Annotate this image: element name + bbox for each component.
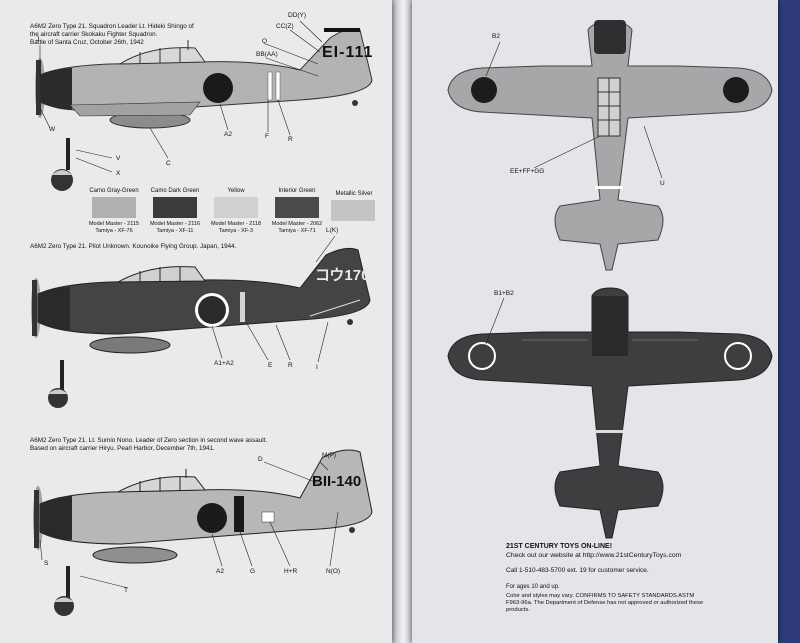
- profile3-tail-code: BII-140: [312, 473, 362, 490]
- profile1-tail-code: EI-111: [322, 44, 374, 61]
- label-a2: A2: [224, 131, 232, 138]
- footer-call: Call 1-510-483-5700 ext. 19 for customer…: [506, 567, 649, 574]
- label-u: U: [660, 180, 665, 187]
- label-dd: DD(Y): [288, 12, 307, 19]
- label-c: C: [166, 160, 171, 167]
- caption-line: Based on aircraft carrier Hiryu. Pearl H…: [30, 444, 215, 452]
- swatch-name: Metallic Silver: [335, 191, 373, 197]
- footer-ages: For ages 10 and up.: [506, 584, 560, 590]
- profile1-aircraft: [35, 28, 373, 191]
- label-i: I: [316, 364, 318, 371]
- label-d: D: [258, 456, 263, 463]
- profile2-tail-code: コウ170: [315, 267, 370, 284]
- label-e: E: [268, 362, 273, 369]
- profile2-aircraft: [31, 247, 371, 408]
- caption-line: A6M2 Zero Type 21. Squadron Leader Lt. H…: [30, 23, 194, 30]
- label-r: R: [288, 136, 293, 143]
- label-j: J: [36, 36, 40, 43]
- caption-line: the aircraft carrier Skokaku Fighter Squ…: [30, 30, 158, 38]
- bottom-view-aircraft: [447, 287, 773, 539]
- label-a2-3: A2: [216, 568, 224, 575]
- profile3-aircraft: [33, 449, 373, 616]
- label-ee: EE+FF+GG: [510, 168, 545, 175]
- label-w: W: [49, 126, 56, 133]
- label-g: G: [250, 568, 256, 575]
- label-m: M(P): [322, 452, 337, 459]
- label-hr: H+R: [284, 568, 298, 575]
- label-b2: B2: [492, 33, 500, 40]
- swatch-name: Yellow: [227, 188, 245, 194]
- right-page: B2 EE+FF+GG U B1+B2 21ST CENTURY TOYS ON…: [412, 0, 778, 643]
- label-t: T: [124, 587, 128, 594]
- caption-line: Battle of Santa Cruz, October 26th, 1942: [30, 38, 144, 46]
- swatch-name: Interior Green: [278, 188, 316, 194]
- label-v: V: [116, 155, 121, 162]
- label-a1a2: A1+A2: [214, 360, 234, 367]
- label-f: F: [265, 133, 269, 140]
- label-n: N(O): [326, 568, 341, 575]
- profiles-artwork: [31, 20, 375, 616]
- label-bb: BB(AA): [256, 51, 278, 58]
- label-cc: CC(Z): [276, 23, 294, 30]
- label-r2: R: [288, 362, 293, 369]
- footer-headline: 21ST CENTURY TOYS ON-LINE!: [506, 543, 613, 550]
- label-b1b2: B1+B2: [494, 290, 514, 297]
- label-q: Q: [262, 38, 268, 45]
- book-gutter: [392, 0, 412, 643]
- swatch-name: Camo Dark Green: [150, 188, 200, 194]
- footer-website: Check out our website at http://www.21st…: [506, 552, 682, 559]
- top-view-aircraft: [447, 20, 773, 271]
- profile1-caption: A6M2 Zero Type 21. Squadron Leader Lt. H…: [30, 23, 194, 47]
- caption-line: A6M2 Zero Type 21. Lt. Sumio Nono. Leade…: [30, 437, 268, 444]
- profile2-caption: A6M2 Zero Type 21. Pilot Unknown. Kounoi…: [30, 243, 237, 250]
- label-l: L(K): [326, 227, 339, 234]
- footer-notice: Color and styles may vary. CONFIRMS TO S…: [506, 593, 704, 614]
- profile3-caption: A6M2 Zero Type 21. Lt. Sumio Nono. Leade…: [30, 437, 267, 453]
- left-page: A6M2 Zero Type 21. Squadron Leader Lt. H…: [0, 0, 392, 643]
- label-x: X: [116, 170, 121, 177]
- label-s: S: [44, 560, 49, 567]
- plan-views-artwork: [447, 20, 773, 539]
- swatch-name: Camo Gray-Green: [89, 188, 139, 194]
